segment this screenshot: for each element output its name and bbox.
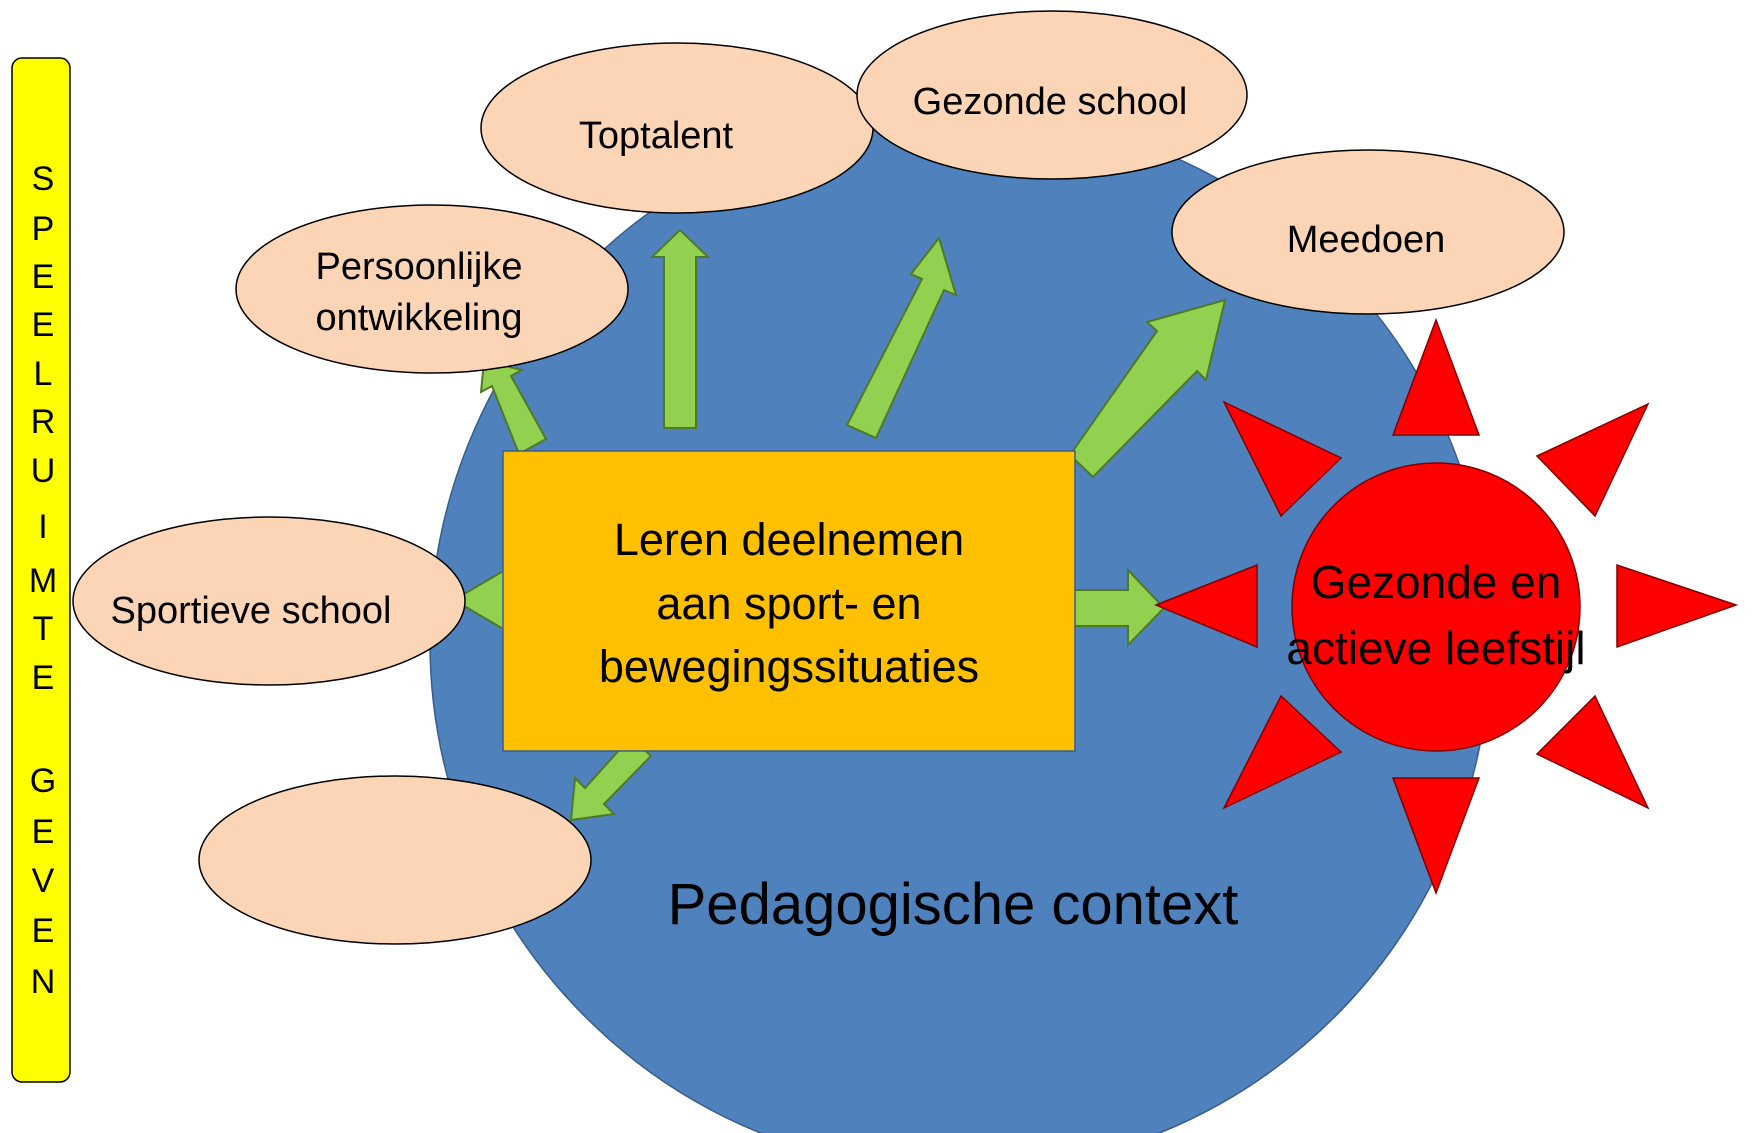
ray-left <box>1154 563 1258 649</box>
label-persoonlijke-1: Persoonlijke <box>316 246 523 288</box>
bubble-meedoen <box>1171 149 1565 315</box>
bubble-persoonlijke <box>235 204 629 374</box>
bubble-empty <box>198 775 592 945</box>
ray-bottom-left <box>1222 694 1343 810</box>
bar-letter: L <box>34 355 53 393</box>
bar-letter: E <box>32 912 55 950</box>
center-line-3: bewegingssituaties <box>599 641 979 692</box>
sun-line-1: Gezonde en <box>1311 556 1562 608</box>
bar-letter: V <box>32 862 55 900</box>
bubble-labels: Toptalent Gezonde school Meedoen Persoon… <box>111 81 1446 632</box>
arrow-up-toptalent <box>649 228 711 429</box>
sun-line-2: actieve leefstijl <box>1286 622 1585 674</box>
ray-bottom <box>1391 777 1481 896</box>
sun-text: Gezonde en actieve leefstijl <box>1286 556 1585 674</box>
bar-letter: U <box>31 452 56 490</box>
arrow-to-empty-bubble <box>569 735 653 822</box>
bubble-gezonde-school <box>856 10 1248 180</box>
ray-bottom-right <box>1535 694 1650 810</box>
bar-letter: R <box>31 403 56 441</box>
bar-letter: E <box>32 813 55 851</box>
bubble-sportieve-school <box>72 516 466 686</box>
center-box-text: Leren deelnemen aan sport- en bewegingss… <box>599 514 979 692</box>
bar-letter: E <box>32 258 55 296</box>
center-line-2: aan sport- en <box>656 578 921 629</box>
bar-letter: M <box>29 562 57 600</box>
arrow-to-meedoen <box>1068 298 1227 479</box>
speelruimte-bar <box>11 57 71 1083</box>
bar-letter: E <box>32 306 55 344</box>
label-gezonde-school: Gezonde school <box>913 81 1188 123</box>
bar-letter: S <box>32 160 55 198</box>
label-sportieve-school: Sportieve school <box>111 590 392 632</box>
label-persoonlijke-2: ontwikkeling <box>316 297 523 339</box>
sun-circle <box>1291 462 1581 752</box>
bar-letter: G <box>30 762 56 800</box>
ray-right <box>1616 563 1739 649</box>
sun-rays <box>1154 317 1739 896</box>
bar-letter: P <box>32 210 55 248</box>
bubbles <box>72 10 1565 945</box>
ray-top <box>1391 317 1481 436</box>
bar-letter: N <box>31 963 56 1001</box>
speelruimte-letters: S P E E L R U I M T E G E V E N <box>29 160 57 1001</box>
bar-letter: I <box>38 508 47 546</box>
bar-letter: E <box>32 659 55 697</box>
bar-letter: T <box>33 610 54 648</box>
arrow-to-leefstijl <box>1071 567 1166 648</box>
ray-top-left <box>1222 400 1343 518</box>
arrow-to-gezonde-school <box>845 235 958 440</box>
arrows <box>452 228 1227 822</box>
center-line-1: Leren deelnemen <box>614 514 964 565</box>
label-toptalent: Toptalent <box>579 115 734 157</box>
ray-top-right <box>1535 402 1650 518</box>
center-box <box>502 450 1076 752</box>
label-meedoen: Meedoen <box>1287 219 1445 261</box>
context-label: Pedagogische context <box>668 872 1239 937</box>
